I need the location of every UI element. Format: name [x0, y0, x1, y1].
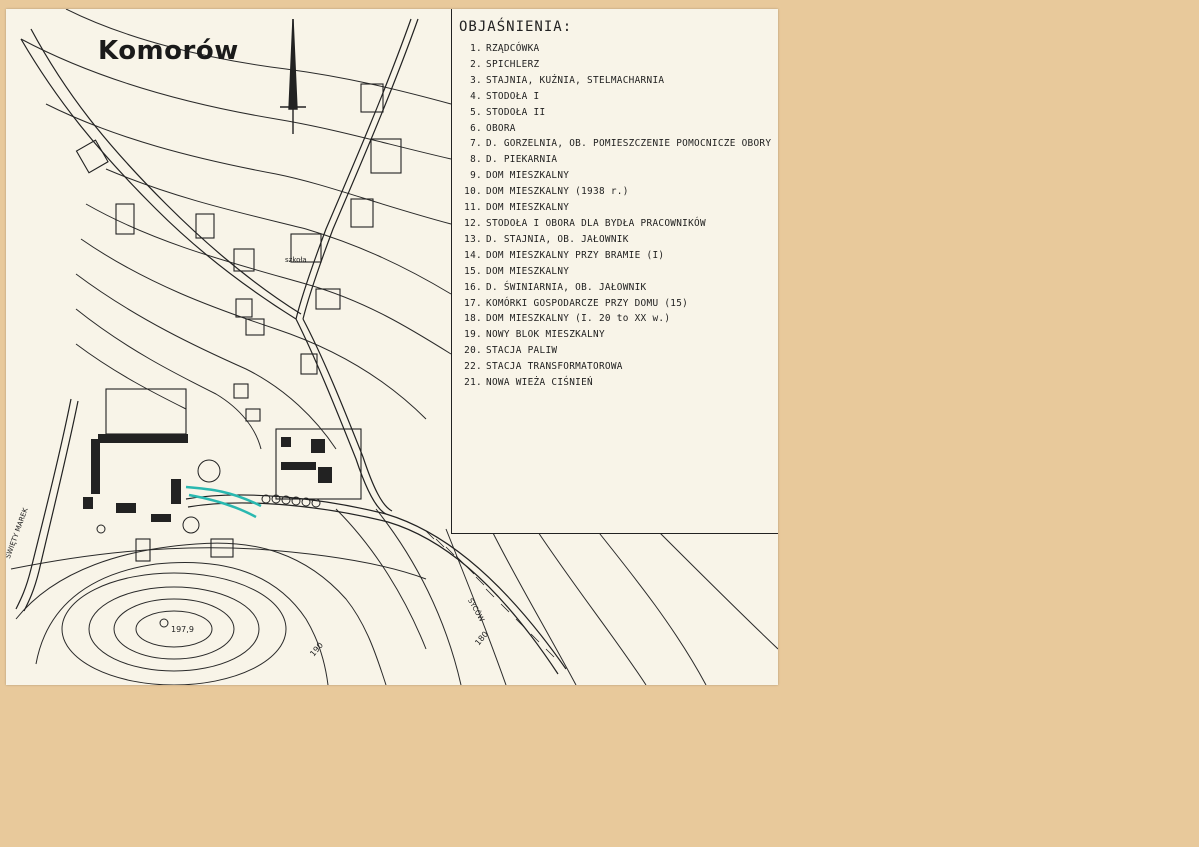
map-sheet: Komorów szkoła ŚWIĘTY MAREK SYCÓW 197,9 … — [6, 9, 778, 685]
north-arrow-icon — [280, 18, 306, 134]
legend-item-number: 15. — [464, 265, 482, 277]
legend-item-text: D. PIEKARNIA — [486, 154, 558, 166]
legend-item: 5. STODOŁA II — [460, 105, 771, 121]
legend-item-text: DOM MIESZKALNY PRZY BRAMIE (I) — [486, 249, 665, 261]
legend-item-number: 20. — [464, 345, 482, 357]
legend-item-number: 21. — [464, 377, 482, 389]
legend-item-number: 12. — [464, 217, 482, 229]
legend-item-number: 22. — [464, 361, 482, 373]
legend-item-text: STODOŁA II — [486, 106, 546, 118]
legend-item-text: SPICHLERZ — [486, 58, 540, 70]
legend-item: 6. OBORA — [460, 121, 771, 137]
legend-item-text: DOM MIESZKALNY (I. 20 to XX w.) — [486, 313, 671, 325]
legend-item: 11. DOM MIESZKALNY — [460, 200, 771, 216]
legend-item-number: 10. — [464, 186, 482, 198]
buildings — [75, 83, 402, 562]
legend-item-text: STODOŁA I OBORA DLA BYDŁA PRACOWNIKÓW — [486, 217, 706, 229]
legend-item-number: 9. — [470, 170, 482, 182]
legend-item-text: STODOŁA I — [486, 90, 540, 102]
legend-item-number: 7. — [470, 138, 482, 150]
legend-item-number: 19. — [464, 329, 482, 341]
legend-item: 9. DOM MIESZKALNY — [460, 168, 771, 184]
legend-item-text: NOWY BLOK MIESZKALNY — [486, 329, 605, 341]
legend-item-text: DOM MIESZKALNY (1938 r.) — [486, 186, 629, 198]
legend-item-number: 5. — [470, 106, 482, 118]
legend-item-text: DOM MIESZKALNY — [486, 170, 570, 182]
legend-item-number: 1. — [470, 43, 482, 54]
legend-item: 2. SPICHLERZ — [460, 57, 771, 73]
legend-item-text: OBORA — [486, 122, 516, 134]
legend-item-text: D. GORZELNIA, OB. POMIESZCZENIE POMOCNIC… — [486, 138, 772, 150]
legend-item-number: 6. — [470, 122, 482, 134]
legend-item: 12. STODOŁA I OBORA DLA BYDŁA PRACOWNIKÓW — [460, 216, 771, 232]
legend-item-text: STACJA TRANSFORMATOROWA — [486, 361, 623, 373]
legend-title: OBJAŚNIENIA: — [459, 19, 573, 35]
legend-item-number: 18. — [464, 313, 482, 325]
map-drawing — [10, 9, 778, 685]
elevation-peak-label: 197,9 — [171, 625, 194, 634]
legend-item-number: 13. — [464, 233, 482, 245]
legend-item-text: STAJNIA, KUŹNIA, STELMACHARNIA — [486, 74, 665, 86]
legend-item-text: KOMÓRKI GOSPODARCZE PRZY DOMU (15) — [486, 297, 689, 309]
legend-item-text: DOM MIESZKALNY — [486, 265, 570, 277]
legend-item: 18. DOM MIESZKALNY (I. 20 to XX w.) — [460, 311, 771, 327]
legend-item: 16. D. ŚWINIARNIA, OB. JAŁOWNIK — [460, 280, 771, 296]
legend-item-text: NOWA WIEŻA CIŚNIEŃ — [486, 377, 593, 389]
legend-item: 3. STAJNIA, KUŹNIA, STELMACHARNIA — [460, 73, 771, 89]
legend-item: 8. D. PIEKARNIA — [460, 152, 771, 168]
legend-item-number: 2. — [470, 58, 482, 70]
legend-panel: OBJAŚNIENIA: 1. RZĄDCÓWKA 2. SPICHLERZ 3. STA… — [451, 9, 778, 534]
legend-item: 14. DOM MIESZKALNY PRZY BRAMIE (I) — [460, 248, 771, 264]
legend-item-text: RZĄDCÓWKA — [486, 43, 540, 54]
legend-item: 20. STACJA PALIW — [460, 343, 771, 359]
school-label: szkoła — [285, 256, 307, 264]
legend-item: 19. NOWY BLOK MIESZKALNY — [460, 327, 771, 343]
legend-item-text: D. ŚWINIARNIA, OB. JAŁOWNIK — [486, 281, 647, 293]
legend-item: 4. STODOŁA I — [460, 89, 771, 105]
railway-ticks — [425, 530, 555, 658]
legend-item: 17. KOMÓRKI GOSPODARCZE PRZY DOMU (15) — [460, 296, 771, 312]
buildings-filled — [83, 434, 332, 522]
legend-item-number: 11. — [464, 202, 482, 214]
legend-item-number: 14. — [464, 249, 482, 261]
legend-list: 1. RZĄDCÓWKA 2. SPICHLERZ 3. STAJNIA, KUŹNIA,… — [460, 41, 771, 391]
legend-item-text: D. STAJNIA, OB. JAŁOWNIK — [486, 233, 629, 245]
legend-item: 21. NOWA WIEŻA CIŚNIEŃ — [460, 375, 771, 391]
legend-item: 15. DOM MIESZKALNY — [460, 264, 771, 280]
highlight-path — [185, 485, 262, 519]
legend-item-text: DOM MIESZKALNY — [486, 202, 570, 214]
legend-item-number: 17. — [464, 297, 482, 309]
legend-item-number: 16. — [464, 281, 482, 293]
legend-item: 1. RZĄDCÓWKA — [460, 41, 771, 57]
legend-item: 22. STACJA TRANSFORMATOROWA — [460, 359, 771, 375]
contour-lines — [10, 9, 778, 685]
legend-item: 7. D. GORZELNIA, OB. POMIESZCZENIE POMOCN… — [460, 136, 771, 152]
legend-item-number: 8. — [470, 154, 482, 166]
circle-markers — [96, 459, 321, 628]
roads — [15, 18, 567, 675]
map-title: Komorów — [98, 36, 239, 66]
legend-item: 10. DOM MIESZKALNY (1938 r.) — [460, 184, 771, 200]
legend-item-text: STACJA PALIW — [486, 345, 558, 357]
legend-item-number: 3. — [470, 74, 482, 86]
legend-item-number: 4. — [470, 90, 482, 102]
legend-item: 13. D. STAJNIA, OB. JAŁOWNIK — [460, 232, 771, 248]
